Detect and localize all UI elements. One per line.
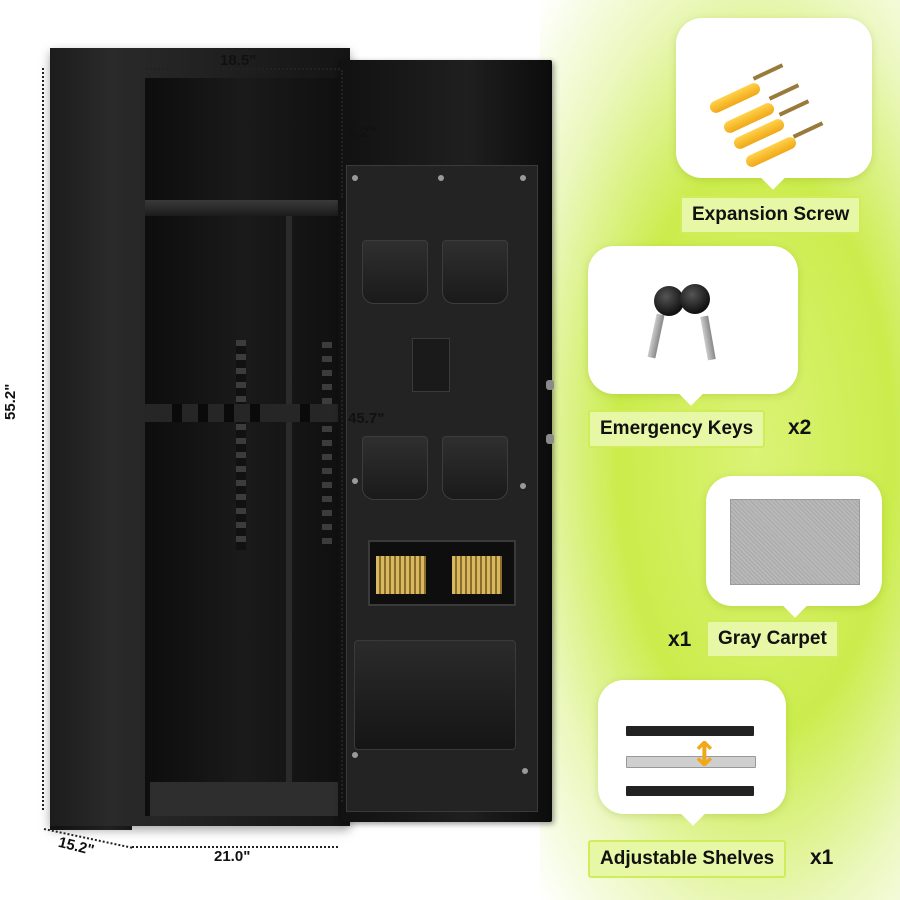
door-pocket [442, 436, 508, 500]
rack-slot [250, 404, 260, 422]
door-pocket [442, 240, 508, 304]
emergency-keys-label: Emergency Keys [588, 410, 766, 448]
door-hinge [546, 380, 554, 390]
door-pocket [362, 436, 428, 500]
rack-rail-left [236, 340, 246, 550]
emergency-keys-qty: x2 [788, 416, 812, 439]
door-bolt [352, 752, 358, 758]
dim-line-height [42, 68, 44, 810]
dim-line-outer-width [132, 846, 338, 848]
gray-carpet-label: Gray Carpet [706, 620, 839, 658]
safe-shelf [145, 200, 341, 216]
dim-outer-width: 21.0" [214, 848, 251, 865]
door-small-pouch [412, 338, 450, 392]
dim-inner-height: 45.7" [348, 410, 385, 427]
expansion-screw-label: Expansion Screw [680, 196, 862, 234]
dim-line-inner-height [341, 212, 343, 802]
rack-slot [224, 404, 234, 422]
carpet-icon [730, 499, 860, 585]
rack-slot [300, 404, 310, 422]
door-pocket [362, 240, 428, 304]
door-bolt [352, 175, 358, 181]
ammo-rounds [376, 556, 426, 594]
adjustable-shelves-label: Adjustable Shelves [588, 840, 787, 878]
dim-line-top-clearance [341, 70, 343, 198]
dim-inner-width: 18.5" [220, 52, 257, 69]
door-large-pouch [354, 640, 516, 750]
rack-slot [172, 404, 182, 422]
safe-divider [286, 216, 292, 816]
ammo-rounds [452, 556, 502, 594]
adjustable-shelves-qty: x1 [810, 846, 834, 869]
door-bolt [520, 175, 526, 181]
rack-slot [198, 404, 208, 422]
dim-line-inner-width [146, 68, 340, 70]
gray-carpet-qty: x1 [668, 628, 692, 651]
gun-rack [145, 404, 341, 422]
door-bolt [522, 768, 528, 774]
door-bolt [438, 175, 444, 181]
dim-height: 55.2" [2, 383, 19, 420]
door-bolt [520, 483, 526, 489]
keys-callout [588, 246, 798, 394]
door-hinge [546, 434, 554, 444]
rack-rail-right [322, 342, 332, 550]
door-bolt [352, 478, 358, 484]
safe-floor-carpet [150, 782, 338, 816]
dim-top-clearance: 5.2" [348, 124, 376, 141]
